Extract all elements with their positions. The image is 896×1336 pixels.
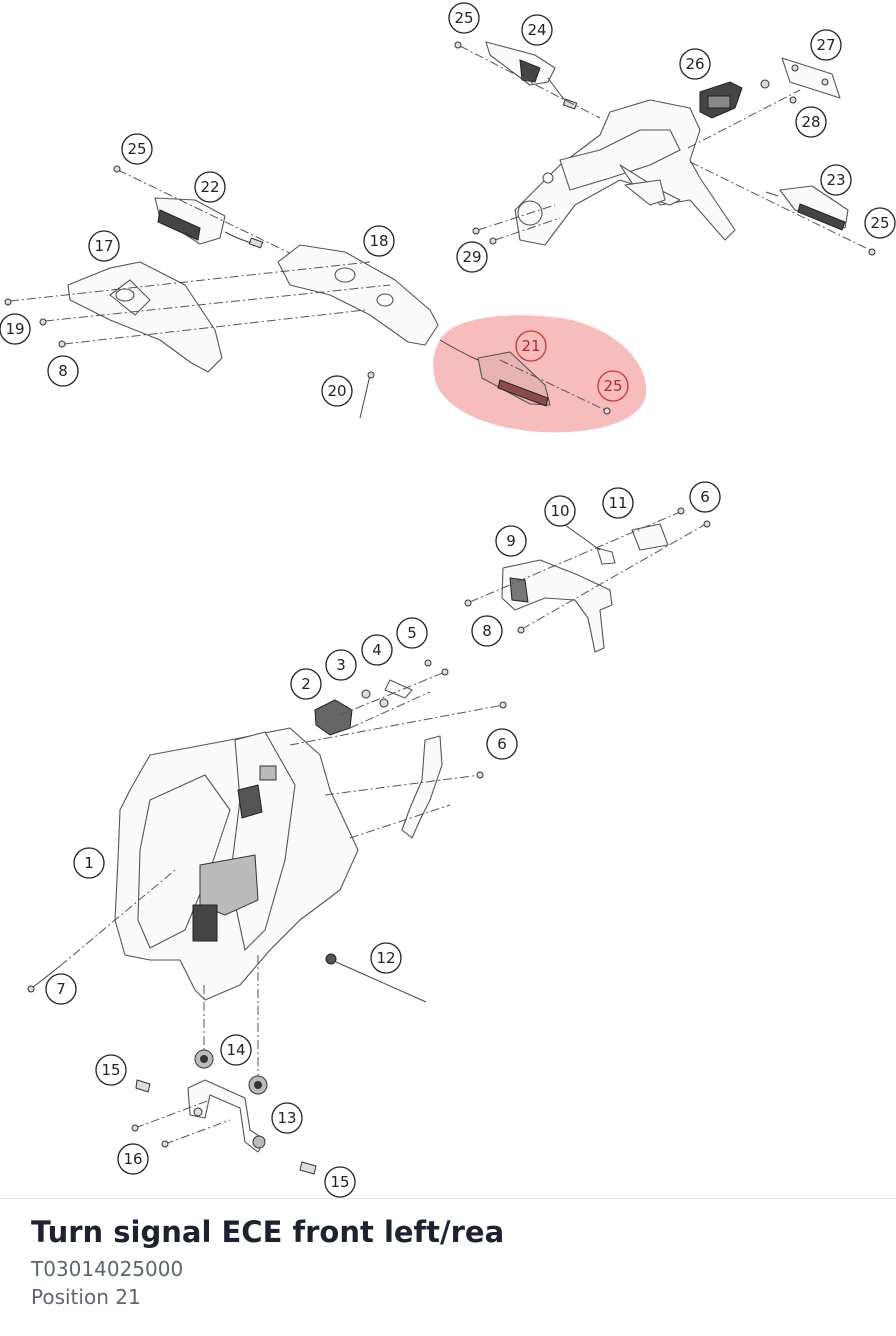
svg-text:3: 3: [336, 656, 346, 674]
svg-text:25: 25: [127, 140, 146, 158]
svg-text:22: 22: [200, 178, 219, 196]
svg-text:16: 16: [123, 1150, 142, 1168]
callout-25-right[interactable]: 25: [864, 207, 896, 239]
svg-text:9: 9: [506, 532, 516, 550]
part-position: Position 21: [31, 1285, 141, 1309]
callout-25-top[interactable]: 25: [448, 2, 480, 34]
rear-subframe: [514, 99, 736, 246]
svg-text:23: 23: [826, 171, 845, 189]
screw-15: [135, 1079, 317, 1175]
callout-3[interactable]: 3: [325, 649, 357, 681]
svg-text:25: 25: [454, 9, 473, 27]
bracket-13: [187, 1079, 266, 1153]
callout-6-upper[interactable]: 6: [689, 481, 721, 513]
svg-text:13: 13: [277, 1109, 296, 1127]
bracket-6: [401, 735, 443, 839]
plate-bracket-27: [781, 57, 841, 99]
svg-text:10: 10: [550, 502, 569, 520]
callout-29[interactable]: 29: [456, 241, 488, 273]
callout-16[interactable]: 16: [117, 1143, 149, 1175]
svg-text:28: 28: [801, 113, 820, 131]
turn-signal-24: [485, 41, 578, 110]
callout-1[interactable]: 1: [73, 847, 105, 879]
callout-9[interactable]: 9: [495, 525, 527, 557]
svg-text:24: 24: [527, 21, 546, 39]
svg-text:8: 8: [58, 362, 68, 380]
svg-text:17: 17: [94, 237, 113, 255]
bracket-17: [67, 261, 223, 373]
svg-text:12: 12: [376, 949, 395, 967]
headlight-mask-1: [114, 727, 359, 1001]
svg-text:6: 6: [700, 488, 710, 506]
callout-21[interactable]: 21: [515, 330, 547, 362]
svg-text:26: 26: [685, 55, 704, 73]
callout-7[interactable]: 7: [45, 973, 77, 1005]
callout-15-upper[interactable]: 15: [95, 1054, 127, 1086]
callout-15-lower[interactable]: 15: [324, 1166, 356, 1198]
callout-24[interactable]: 24: [521, 14, 553, 46]
connector-10: [596, 547, 616, 565]
bracket-9: [501, 559, 613, 653]
adjuster-2: [314, 699, 353, 736]
callout-20[interactable]: 20: [321, 375, 353, 407]
callout-6-lower[interactable]: 6: [486, 728, 518, 760]
svg-text:6: 6: [497, 735, 507, 753]
svg-text:8: 8: [482, 622, 492, 640]
callout-25-left[interactable]: 25: [121, 133, 153, 165]
turn-signal-22: [154, 197, 264, 249]
callout-19[interactable]: 19: [0, 313, 31, 345]
part-info-panel: Turn signal ECE front left/rea T03014025…: [0, 1198, 896, 1336]
callout-25-highlighted[interactable]: 25: [597, 370, 629, 402]
highlight-area: [433, 315, 647, 433]
callout-5[interactable]: 5: [396, 617, 428, 649]
svg-text:5: 5: [407, 624, 417, 642]
callout-12[interactable]: 12: [370, 942, 402, 974]
bracket-11: [631, 523, 669, 551]
turn-signal-21: [439, 339, 551, 407]
callout-2[interactable]: 2: [290, 668, 322, 700]
callout-17[interactable]: 17: [88, 230, 120, 262]
svg-text:25: 25: [870, 214, 889, 232]
svg-text:18: 18: [369, 232, 388, 250]
callout-14[interactable]: 14: [220, 1034, 252, 1066]
bushing-14: [194, 1049, 268, 1095]
part-name: Turn signal ECE front left/rea: [31, 1215, 505, 1249]
callout-26[interactable]: 26: [679, 48, 711, 80]
cable-tie-12: [325, 953, 427, 1003]
svg-text:29: 29: [462, 248, 481, 266]
part-number: T03014025000: [31, 1257, 184, 1281]
plate-light-26: [699, 81, 743, 119]
callout-18[interactable]: 18: [363, 225, 395, 257]
svg-text:15: 15: [101, 1061, 120, 1079]
svg-text:27: 27: [816, 36, 835, 54]
callout-4[interactable]: 4: [361, 634, 393, 666]
svg-text:15: 15: [330, 1173, 349, 1191]
svg-text:19: 19: [5, 320, 24, 338]
svg-text:25: 25: [603, 377, 622, 395]
svg-text:7: 7: [56, 980, 66, 998]
callout-8-upper[interactable]: 8: [47, 355, 79, 387]
svg-text:11: 11: [608, 494, 627, 512]
svg-text:21: 21: [521, 337, 540, 355]
svg-text:1: 1: [84, 854, 94, 872]
callout-8-lower[interactable]: 8: [471, 615, 503, 647]
svg-text:20: 20: [327, 382, 346, 400]
svg-text:2: 2: [301, 675, 311, 693]
exploded-parts-diagram: 1 2 3 4 5 6 6 7 8 8 9 10 11 12 13 14 15 …: [0, 2, 896, 1198]
svg-text:14: 14: [226, 1041, 245, 1059]
callout-23[interactable]: 23: [820, 164, 852, 196]
callout-11[interactable]: 11: [602, 487, 634, 519]
callout-22[interactable]: 22: [194, 171, 226, 203]
callout-13[interactable]: 13: [271, 1102, 303, 1134]
svg-text:4: 4: [372, 641, 382, 659]
turn-signal-23: [765, 185, 849, 231]
callout-28[interactable]: 28: [795, 106, 827, 138]
screw-20: [359, 371, 375, 419]
callout-10[interactable]: 10: [544, 495, 576, 527]
callout-27[interactable]: 27: [810, 29, 842, 61]
bolt-7: [27, 965, 61, 993]
bracket-18: [277, 244, 439, 346]
